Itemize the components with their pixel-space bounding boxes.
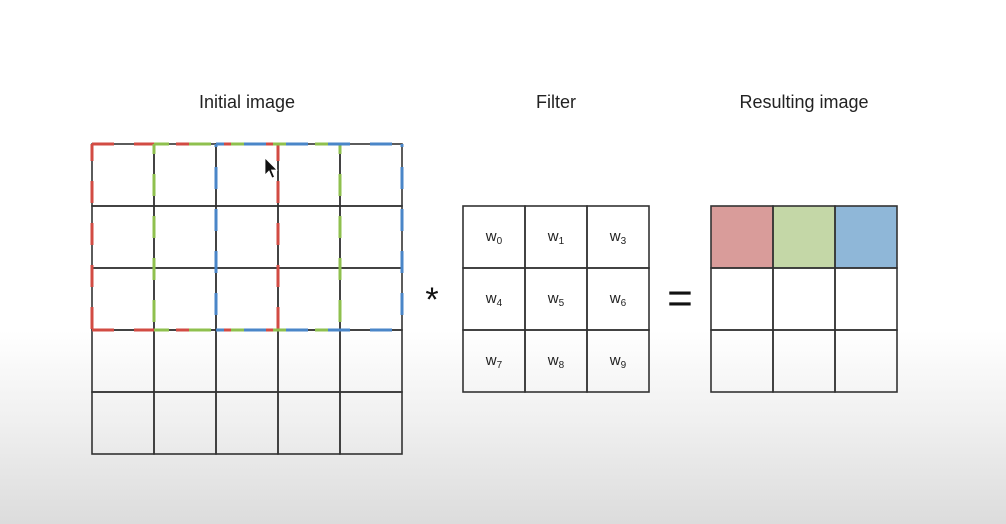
filter-weight-1-base: w: [547, 228, 559, 245]
filter-weight-4-subscript: 5: [559, 298, 565, 309]
pointer-cursor-icon: [264, 157, 278, 179]
filter-weight-5-base: w: [609, 290, 621, 307]
resulting-image-title: Resulting image: [739, 92, 869, 112]
result-cell-r2-c1: [772, 329, 836, 393]
result-cell-r1-c2: [834, 267, 898, 331]
resulting-image-grid: [710, 205, 898, 393]
filter-weight-3-base: w: [485, 290, 497, 307]
initial-image-cell-r4-c3: [277, 391, 341, 455]
initial-image-cell-r1-c1: [153, 205, 217, 269]
initial-image-cell-r0-c2: [215, 143, 279, 207]
filter-weight-7: w8: [547, 352, 565, 371]
filter-weight-2-base: w: [609, 228, 621, 245]
filter-weight-6: w7: [485, 352, 503, 371]
initial-image-cell-r4-c2: [215, 391, 279, 455]
initial-image-cell-r2-c0: [91, 267, 155, 331]
initial-image-cell-r4-c1: [153, 391, 217, 455]
initial-image-cell-r0-c4: [339, 143, 403, 207]
initial-image-cell-r3-c4: [339, 329, 403, 393]
initial-image-cell-r2-c1: [153, 267, 217, 331]
filter-weight-3: w4: [485, 290, 503, 309]
initial-image-cell-r2-c3: [277, 267, 341, 331]
initial-image-grid: [91, 143, 403, 455]
initial-image-cell-r2-c2: [215, 267, 279, 331]
filter-weight-5: w6: [609, 290, 627, 309]
filter-weight-7-subscript: 8: [559, 360, 565, 371]
result-fill-3: [835, 206, 897, 268]
filter-windows: [90, 142, 404, 332]
initial-image-cell-r4-c0: [91, 391, 155, 455]
equals-operator: =: [667, 274, 693, 323]
initial-image-cell-r3-c0: [91, 329, 155, 393]
filter-weight-1-subscript: 1: [559, 236, 565, 247]
result-cell-r2-c0: [710, 329, 774, 393]
filter-weight-6-subscript: 7: [497, 360, 503, 371]
initial-image-cell-r1-c0: [91, 205, 155, 269]
result-cell-r1-c0: [710, 267, 774, 331]
result-fill-2: [773, 206, 835, 268]
filter-cell-r2-c2: [586, 329, 650, 393]
filter-window-1: [90, 142, 280, 332]
initial-image-cell-r3-c2: [215, 329, 279, 393]
filter-title: Filter: [536, 92, 576, 112]
result-cell-r1-c1: [772, 267, 836, 331]
filter-weight-4-base: w: [547, 290, 559, 307]
initial-image-cell-r3-c1: [153, 329, 217, 393]
initial-image-cell-r1-c3: [277, 205, 341, 269]
filter-weight-4: w5: [547, 290, 565, 309]
filter-weight-8-subscript: 9: [621, 360, 627, 371]
filter-weight-6-base: w: [485, 352, 497, 369]
initial-image-title: Initial image: [198, 92, 296, 112]
multiply-operator: *: [425, 281, 439, 319]
filter-weight-2: w3: [609, 228, 627, 247]
initial-image-cell-r2-c4: [339, 267, 403, 331]
filter-weight-8-base: w: [609, 352, 621, 369]
initial-image-cell-r3-c3: [277, 329, 341, 393]
initial-image-cell-r0-c3: [277, 143, 341, 207]
initial-image-cell-r1-c4: [339, 205, 403, 269]
filter-weight-5-subscript: 6: [621, 298, 627, 309]
filter-weight-2-subscript: 3: [621, 236, 627, 247]
filter-weight-1: w1: [547, 228, 565, 247]
filter-weight-0-subscript: 0: [497, 236, 503, 247]
filter-weight-0: w0: [485, 228, 503, 247]
filter-weight-0-base: w: [485, 228, 497, 245]
filter-weight-7-base: w: [547, 352, 559, 369]
filter-weight-8: w9: [609, 352, 627, 371]
initial-image-cell-r0-c0: [91, 143, 155, 207]
filter-window-3: [214, 142, 404, 332]
filter-window-2: [152, 142, 342, 332]
initial-image-cell-r0-c1: [153, 143, 217, 207]
initial-image-cell-r1-c2: [215, 205, 279, 269]
initial-image-cell-r4-c4: [339, 391, 403, 455]
result-cell-r2-c2: [834, 329, 898, 393]
result-fill-1: [711, 206, 773, 268]
filter-weight-3-subscript: 4: [497, 298, 503, 309]
